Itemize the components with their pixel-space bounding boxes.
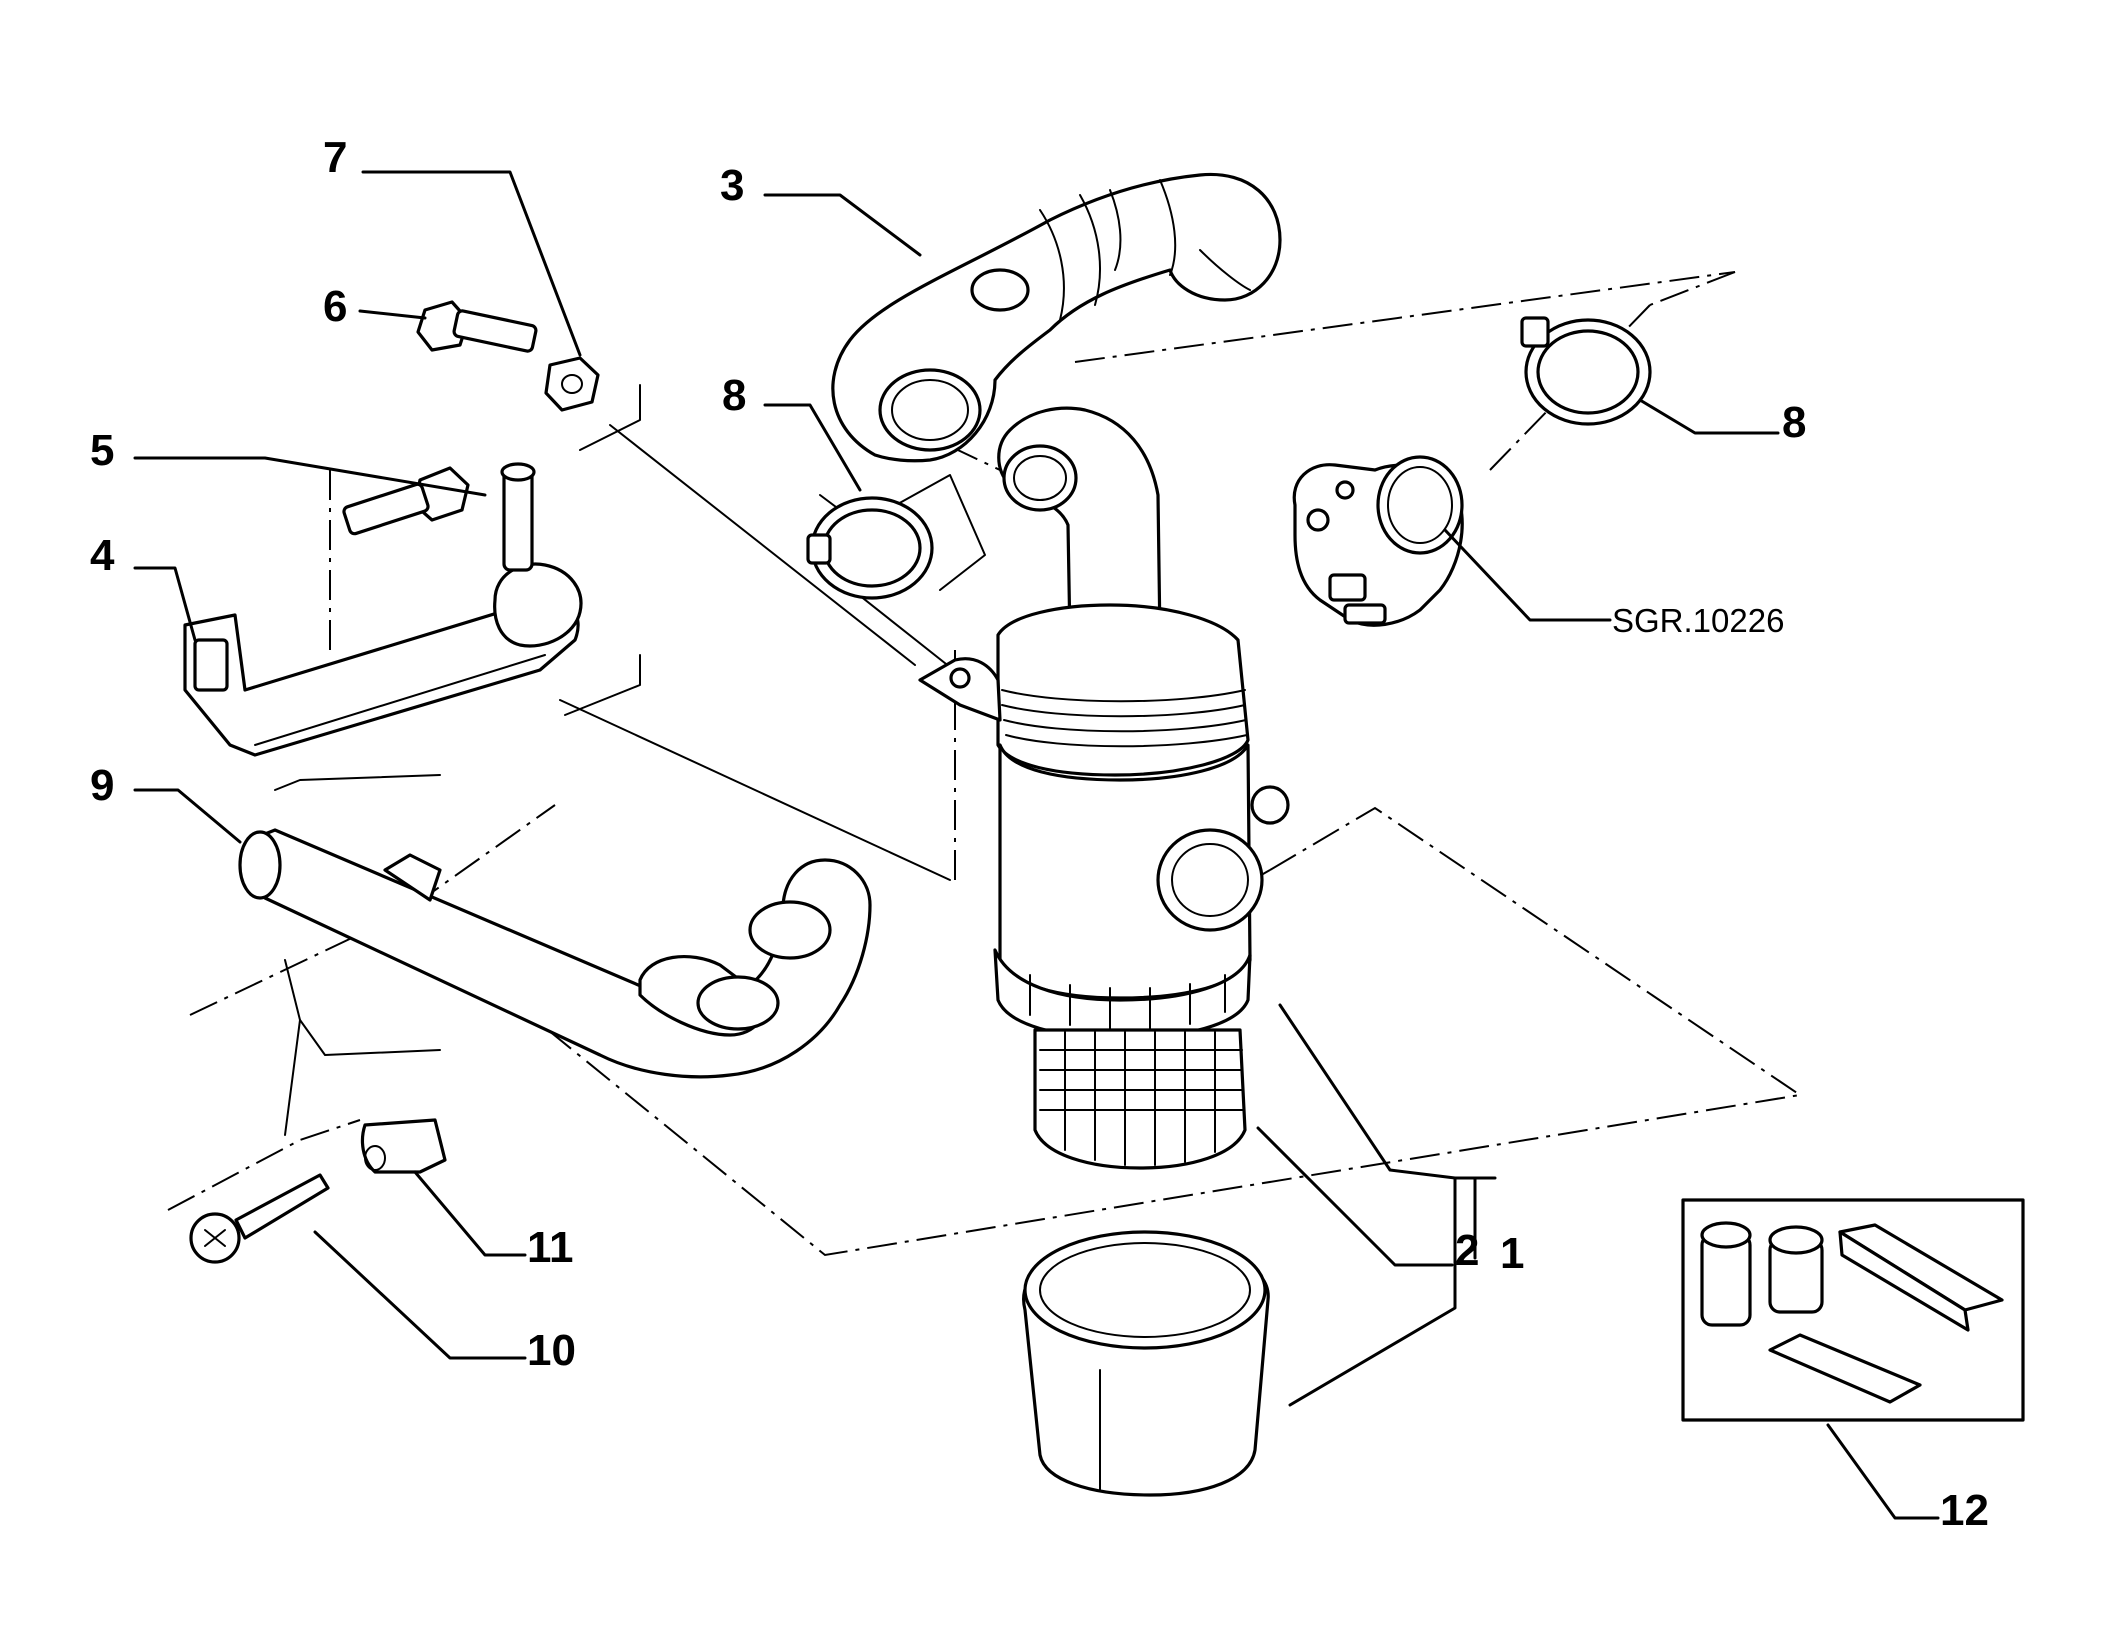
- label-5: 5: [90, 426, 114, 475]
- bolt-6: [416, 300, 538, 353]
- label-8-left: 8: [722, 371, 746, 420]
- assembly-lines: [167, 271, 1803, 1257]
- label-3: 3: [720, 161, 744, 210]
- label-12: 12: [1940, 1486, 1989, 1535]
- label-6: 6: [323, 282, 347, 331]
- intake-hose: [831, 172, 1282, 463]
- air-filter-panel-icon: [1838, 1223, 2004, 1332]
- reference-code: SGR.10226: [1612, 602, 1784, 639]
- label-8-right: 8: [1782, 398, 1806, 447]
- bolt-5: [342, 466, 470, 536]
- label-2: 2: [1455, 1226, 1479, 1275]
- mounting-bracket: [183, 462, 583, 757]
- label-9: 9: [90, 761, 114, 810]
- label-4: 4: [90, 531, 115, 580]
- label-1: 1: [1500, 1229, 1524, 1278]
- hose-clamp-right: [1520, 316, 1652, 426]
- spacer-11: [360, 1118, 447, 1174]
- label-7: 7: [323, 133, 347, 182]
- throttle-body: [1292, 455, 1464, 627]
- flange-ribs: [1029, 974, 1226, 1031]
- filter-cup: [1022, 1230, 1270, 1497]
- screw-10: [189, 1173, 330, 1264]
- label-11: 11: [527, 1223, 574, 1272]
- hose-clamp-left: [806, 496, 934, 600]
- nut-7: [544, 356, 600, 412]
- oil-filter-icon: [1700, 1221, 1752, 1327]
- leader-lines: [133, 170, 1940, 1520]
- intake-duct: [238, 828, 872, 1079]
- air-filter-housing: [918, 406, 1290, 1170]
- label-10: 10: [527, 1326, 576, 1375]
- part-labels: 7 6 3 5 4 8 8 SGR.10226 9 2 1 11 10 12: [90, 133, 1989, 1535]
- filter-mesh: [1039, 1031, 1245, 1166]
- cabin-filter-icon: [1768, 1333, 1922, 1404]
- filter-kit-box: [1681, 1198, 2025, 1422]
- fuel-filter-icon: [1768, 1225, 1824, 1314]
